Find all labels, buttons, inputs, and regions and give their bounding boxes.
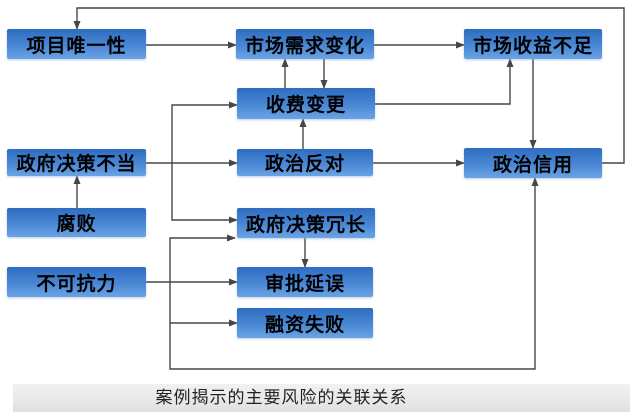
node-lengthy-govt-decision: 政府决策冗长: [237, 208, 375, 238]
edge-force-majeure-to-financing-failure: [169, 282, 238, 327]
node-approval-delay: 审批延误: [237, 267, 373, 297]
edge-improper-govt-decision-to-lengthy-govt-decision: [171, 163, 238, 224]
node-project-uniqueness: 项目唯一性: [7, 29, 146, 59]
node-financing-failure: 融资失败: [237, 308, 373, 338]
edge-improper-govt-decision-to-fee-change: [171, 101, 238, 163]
edges-group: [73, 7, 625, 370]
node-fee-change: 收费变更: [237, 88, 375, 119]
node-improper-govt-decision: 政府决策不当: [7, 149, 146, 176]
edge-fee-change-to-market-revenue-shortfall: [375, 58, 514, 105]
edge-political-credit-to-project-uniqueness: [73, 7, 625, 164]
node-force-majeure: 不可抗力: [7, 267, 146, 297]
edge-force-majeure-to-political-credit: [169, 177, 539, 370]
edge-force-majeure-to-lengthy-govt-decision: [169, 234, 236, 282]
node-political-opposition: 政治反对: [237, 149, 373, 176]
diagram-caption: 案例揭示的主要风险的关联关系: [13, 384, 630, 412]
node-market-demand-change: 市场需求变化: [236, 29, 374, 59]
node-political-credit: 政治信用: [464, 148, 602, 178]
node-corruption: 腐败: [7, 208, 146, 237]
node-market-revenue-shortfall: 市场收益不足: [464, 29, 602, 59]
